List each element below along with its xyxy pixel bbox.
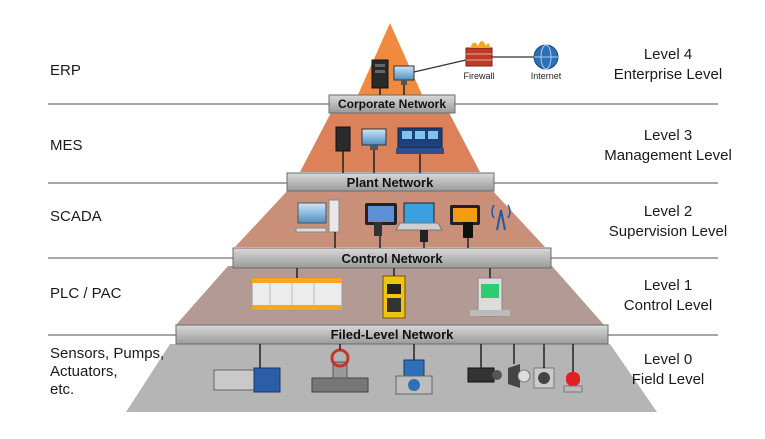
plant-network-bar: Plant Network bbox=[286, 172, 495, 192]
level-4-name: Enterprise Level bbox=[613, 66, 723, 83]
control-console-icon bbox=[396, 127, 444, 173]
plc-rack-icon bbox=[251, 268, 343, 311]
band-level0 bbox=[126, 344, 657, 412]
level-2-label: Level 2 Supervision Level bbox=[578, 202, 758, 242]
level-2-name: Supervision Level bbox=[608, 223, 728, 240]
workstation-icon bbox=[393, 65, 415, 95]
wireless-antenna-icon bbox=[491, 204, 511, 231]
speaker-horn-icon bbox=[508, 344, 531, 388]
corporate-network-bar: Corporate Network bbox=[328, 94, 456, 114]
field-level-network-bar: Filed-Level Network bbox=[175, 324, 609, 345]
controller-module-icon bbox=[382, 268, 406, 319]
plant-network-label: Plant Network bbox=[347, 175, 434, 190]
corporate-network-label: Corporate Network bbox=[338, 97, 446, 111]
actuator-icon bbox=[395, 344, 433, 395]
alarm-beacon-icon bbox=[563, 344, 583, 393]
left-label-mes: MES bbox=[50, 137, 83, 154]
pc-monitor-icon bbox=[295, 199, 340, 248]
internet-globe-icon bbox=[533, 44, 559, 70]
level-0-name: Field Level bbox=[631, 371, 705, 388]
server-tower-icon bbox=[371, 59, 389, 95]
left-label-field-devices: Sensors, Pumps, Actuators, etc. bbox=[50, 345, 165, 398]
control-network-bar: Control Network bbox=[232, 247, 552, 269]
level-0-label: Level 0 Field Level bbox=[578, 350, 758, 390]
valve-icon bbox=[311, 344, 369, 393]
level-0-number: Level 0 bbox=[643, 351, 693, 368]
level-3-name: Management Level bbox=[604, 147, 732, 164]
left-label-plc-pac: PLC / PAC bbox=[50, 285, 122, 302]
laptop-icon bbox=[395, 202, 443, 248]
level-4-label: Level 4 Enterprise Level bbox=[578, 45, 758, 85]
flow-meter-icon bbox=[533, 344, 555, 389]
din-rail-module-icon bbox=[470, 268, 510, 317]
level-1-number: Level 1 bbox=[643, 277, 693, 294]
camera-sensor-icon bbox=[467, 344, 502, 383]
band-level4 bbox=[357, 23, 423, 97]
band-level3 bbox=[300, 105, 480, 172]
level-3-label: Level 3 Management Level bbox=[578, 126, 758, 166]
left-label-scada: SCADA bbox=[50, 208, 102, 225]
pump-icon bbox=[213, 344, 281, 393]
level-4-number: Level 4 bbox=[643, 46, 693, 63]
firewall-label: Firewall bbox=[463, 71, 494, 81]
server-icon bbox=[335, 126, 351, 173]
tablet-icon bbox=[365, 203, 397, 248]
level-2-number: Level 2 bbox=[643, 203, 693, 220]
firewall-icon bbox=[465, 41, 493, 67]
left-label-erp: ERP bbox=[50, 62, 81, 79]
level-1-label: Level 1 Control Level bbox=[578, 276, 758, 316]
desktop-computer-icon bbox=[361, 128, 387, 173]
smartphone-tablet-icon bbox=[450, 205, 480, 248]
level-3-number: Level 3 bbox=[643, 127, 693, 144]
control-network-label: Control Network bbox=[341, 251, 443, 266]
internet-label: Internet bbox=[531, 71, 562, 81]
level-1-name: Control Level bbox=[623, 297, 713, 314]
field-level-network-label: Filed-Level Network bbox=[331, 327, 455, 342]
